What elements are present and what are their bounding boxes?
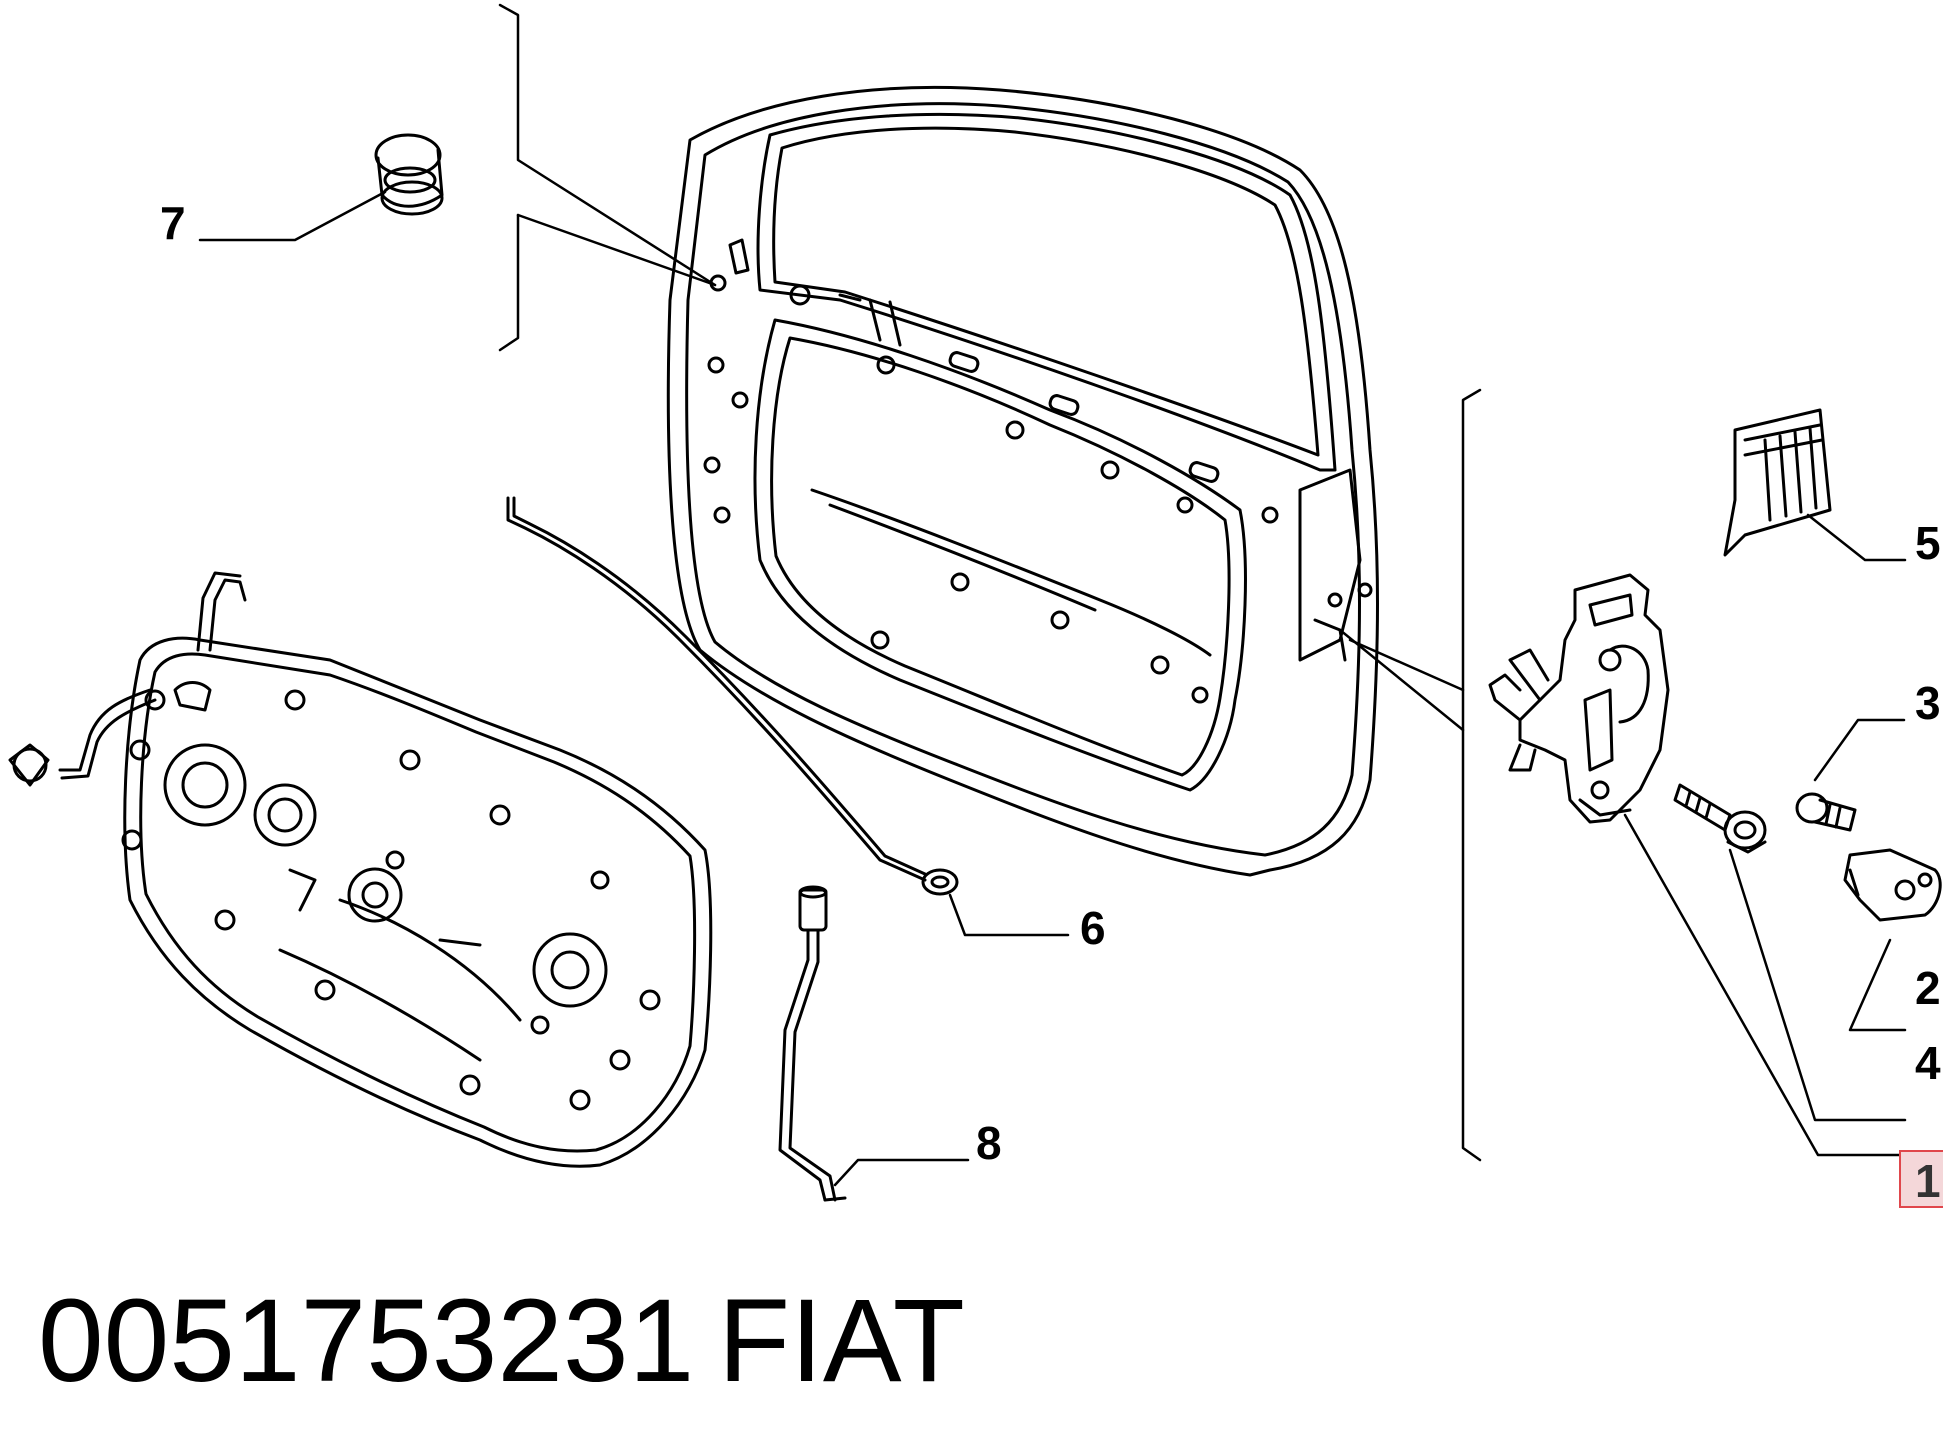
callout-6[interactable]: 6 <box>1080 902 1106 954</box>
bolt-part-4 <box>1673 783 1767 854</box>
callout-7[interactable]: 7 <box>160 197 186 249</box>
callout-1-highlight <box>1899 1150 1943 1208</box>
callout-3[interactable]: 3 <box>1915 677 1941 729</box>
brand-name: FIAT <box>718 1275 965 1407</box>
callout-2[interactable]: 2 <box>1915 962 1941 1014</box>
callout-1[interactable]: 1 <box>1915 1155 1941 1207</box>
cable-part-6 <box>506 496 959 896</box>
door-frame <box>666 85 1379 877</box>
window-regulator <box>8 571 713 1168</box>
callout-4[interactable]: 4 <box>1915 1037 1941 1089</box>
screw-part-3 <box>1795 792 1857 832</box>
striker-part-2 <box>1843 848 1942 922</box>
callout-5[interactable]: 5 <box>1915 517 1941 569</box>
leader-lines <box>198 3 1907 1187</box>
lock-assembly-part-1 <box>1488 573 1670 824</box>
part-number: 0051753231 <box>38 1275 695 1407</box>
plug-part-7 <box>374 133 444 216</box>
callout-8[interactable]: 8 <box>976 1117 1002 1169</box>
rod-part-8 <box>778 885 847 1202</box>
cover-part-5 <box>1723 408 1832 557</box>
